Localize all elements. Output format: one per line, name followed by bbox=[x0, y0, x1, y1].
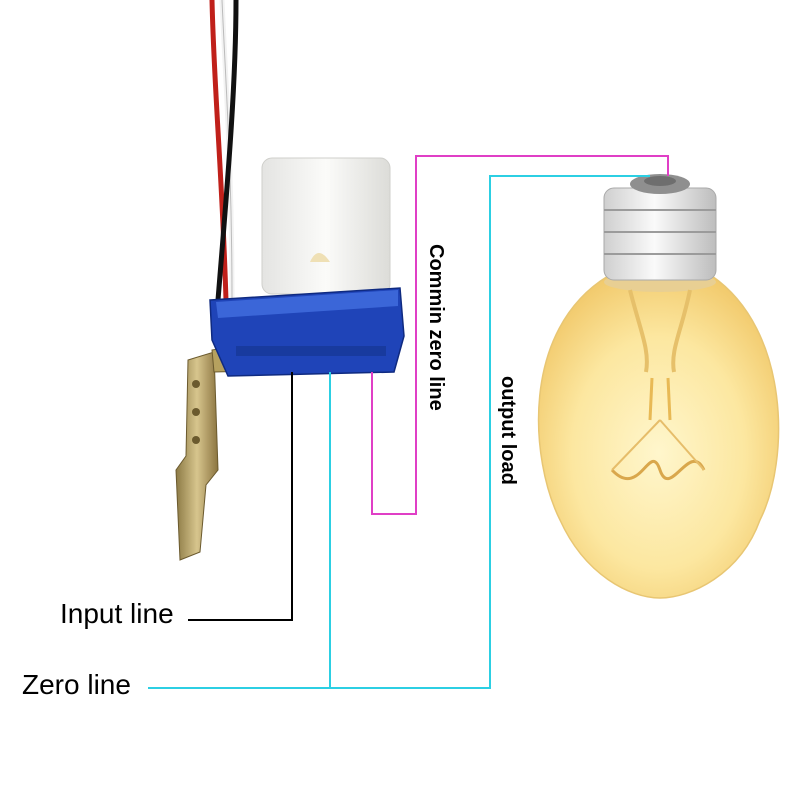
zero-wire bbox=[148, 175, 650, 689]
common-zero-wire bbox=[371, 155, 669, 515]
photocell-sensor bbox=[209, 157, 405, 377]
input-wire bbox=[188, 372, 293, 621]
sensor-dome bbox=[261, 157, 391, 295]
bulb-screw-base bbox=[603, 187, 717, 281]
common-zero-line-label: Commin zero line bbox=[425, 244, 447, 411]
bulb-glass bbox=[537, 275, 780, 599]
output-load-label: output load bbox=[497, 376, 519, 485]
input-line-label: Input line bbox=[60, 598, 174, 629]
zero-line-label: Zero line bbox=[22, 669, 131, 700]
sensor-lead-wires bbox=[209, 0, 239, 301]
light-bulb bbox=[537, 174, 780, 599]
